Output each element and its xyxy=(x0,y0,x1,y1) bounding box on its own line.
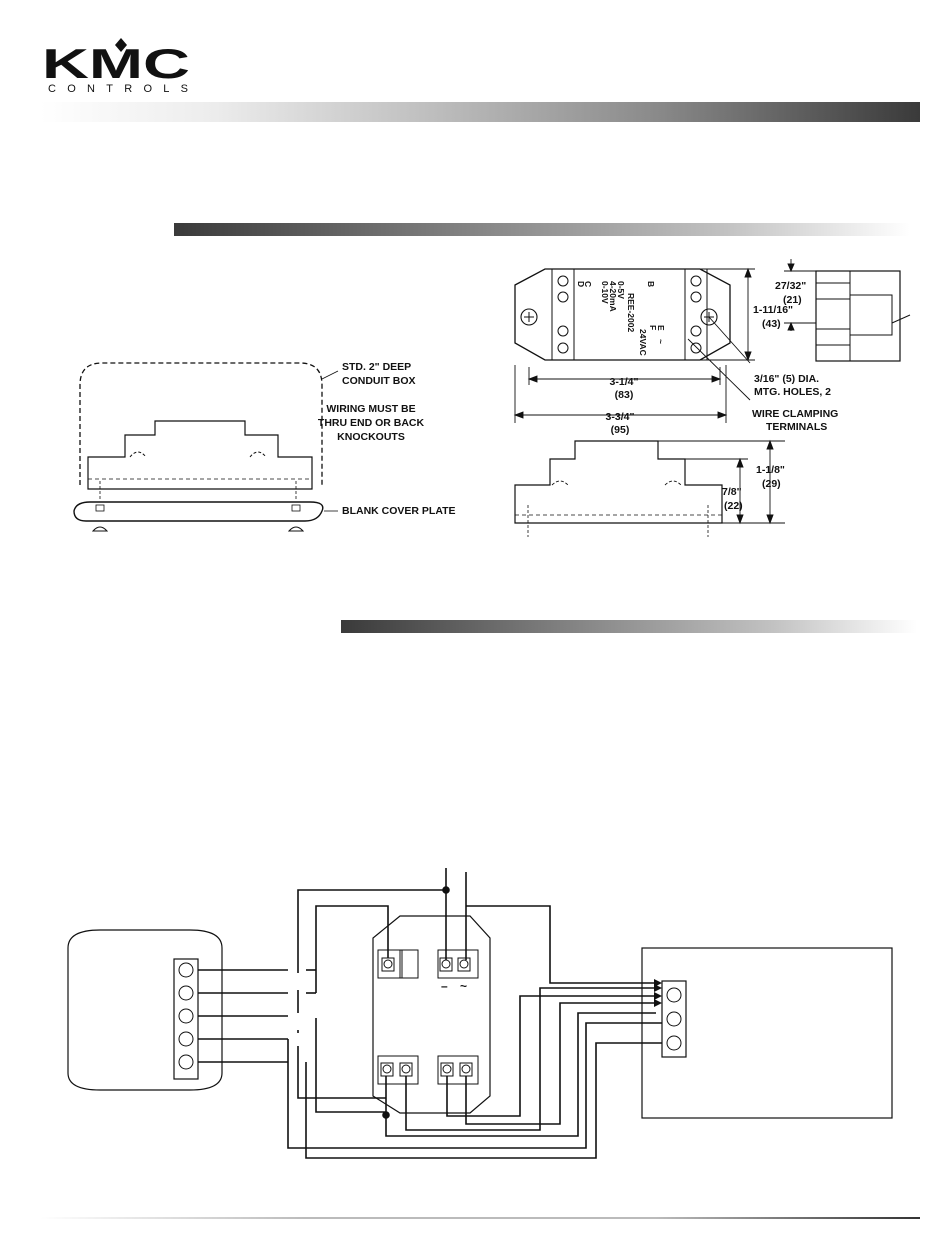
screw-dome-right xyxy=(250,452,266,457)
dim-side-depth-mm: (21) xyxy=(783,294,802,306)
terminals-label-2: TERMINALS xyxy=(766,421,827,433)
dim-width-outer-mm: (95) xyxy=(611,424,630,436)
transducer-outline xyxy=(373,916,490,1113)
cover-plate-label: BLANK COVER PLATE xyxy=(342,505,456,517)
wiring-note-2: THRU END OR BACK xyxy=(318,417,425,429)
dim-height-mm: (43) xyxy=(762,318,781,330)
cover-screw-left-icon xyxy=(93,527,107,531)
left-device-outline xyxy=(68,930,222,1090)
board-rotated-labels: B 0-5V 4-20mA 0-10V C D REE-2002 E F 24V… xyxy=(576,281,666,356)
transducer-terminals xyxy=(381,958,472,1076)
right-terminal-screws xyxy=(667,988,681,1050)
dim-width-inner: 3-1/4" xyxy=(610,376,639,388)
holes-label-2: MTG. HOLES, 2 xyxy=(754,386,831,398)
dimension-drawing: B 0-5V 4-20mA 0-10V C D REE-2002 E F 24V… xyxy=(500,255,920,545)
conduit-box-label-2: CONDUIT BOX xyxy=(342,375,416,387)
screw-dome-left xyxy=(130,452,146,457)
section-gradient-bar-mounting xyxy=(174,223,910,236)
kmc-logo: KMC CONTROLS xyxy=(40,38,200,98)
dim-profile-base-mm: (22) xyxy=(724,500,743,512)
wiring-note-1: WIRING MUST BE xyxy=(326,403,415,415)
svg-text:F: F xyxy=(648,325,658,330)
svg-text:B: B xyxy=(646,281,656,287)
power-minus-mark: – xyxy=(441,979,448,993)
conduit-box-outline xyxy=(80,363,322,485)
dim-profile-base: 7/8" xyxy=(722,486,742,498)
svg-text:D: D xyxy=(576,281,586,287)
svg-text:REE-2002: REE-2002 xyxy=(626,293,636,332)
dim-width-inner-mm: (83) xyxy=(615,389,634,401)
cover-plate xyxy=(74,502,323,521)
wiring-diagram: – ~ xyxy=(60,868,900,1168)
dim-profile-total-mm: (29) xyxy=(762,478,781,490)
right-terminal-block xyxy=(662,981,686,1057)
conduit-box-label-1: STD. 2" DEEP xyxy=(342,361,411,373)
svg-text:~: ~ xyxy=(656,339,666,344)
left-terminal-screws xyxy=(179,963,193,1069)
section-gradient-bar-wiring xyxy=(341,620,917,633)
footer-rule xyxy=(40,1217,920,1219)
mounting-diagram: STD. 2" DEEP CONDUIT BOX WIRING MUST BE … xyxy=(60,355,460,545)
cover-screw-right-icon xyxy=(289,527,303,531)
right-controller-outline xyxy=(642,948,892,1118)
wiring-note-3: KNOCKOUTS xyxy=(337,431,405,443)
power-tilde-mark: ~ xyxy=(460,979,467,993)
dim-side-depth: 27/32" xyxy=(775,280,806,292)
svg-text:0-10V: 0-10V xyxy=(600,281,610,304)
svg-text:24VAC: 24VAC xyxy=(638,329,648,356)
logo-text: KMC xyxy=(42,40,190,87)
wiring-lines xyxy=(198,868,662,1158)
holes-label-1: 3/16" (5) DIA. xyxy=(754,373,819,385)
header-gradient-bar xyxy=(40,102,920,122)
board-profile-view xyxy=(515,441,722,523)
terminals-label-1: WIRE CLAMPING xyxy=(752,408,838,420)
dim-profile-total: 1-1/8" xyxy=(756,464,785,476)
side-view xyxy=(816,271,900,361)
dim-width-outer: 3-3/4" xyxy=(606,411,635,423)
